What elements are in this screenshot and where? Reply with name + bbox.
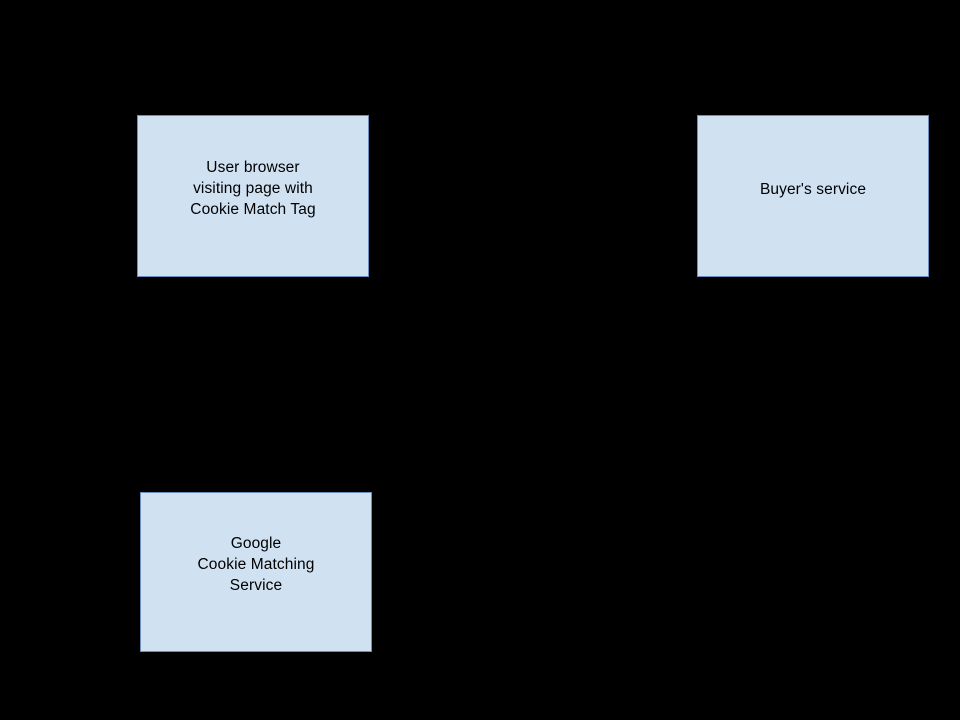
node-user-browser[interactable]: User browser visiting page with Cookie M… [137, 115, 369, 277]
node-buyers-service-label: Buyer's service [759, 181, 867, 198]
node-google-cookie-matching-service[interactable]: Google Cookie Matching Service [140, 492, 372, 652]
node-buyers-service[interactable]: Buyer's service [697, 115, 929, 277]
node-google-cookie-matching-service-label: Google Cookie Matching Service [197, 535, 315, 594]
node-user-browser-label: User browser visiting page with Cookie M… [190, 159, 316, 218]
